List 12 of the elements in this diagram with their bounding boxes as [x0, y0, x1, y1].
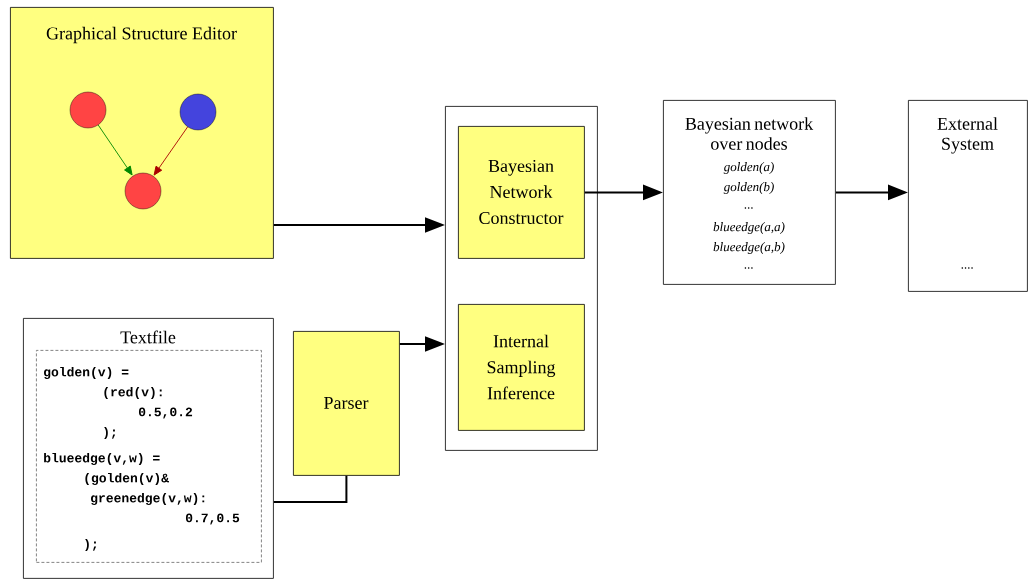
- process-box: Bayesian Network Constructor: [458, 126, 585, 259]
- code-box: golden(v) = (red(v): 0.5,0.2 ); blueedge(v,w) = (golden(v)& greenedge(v,w): 0.7,0.5 );: [36, 350, 262, 563]
- graph-node-circle: [69, 91, 107, 129]
- output-box: Bayesian network over nodes golden(a) golden(b) ... blueedge(a,a) blueedge(a,b) ...: [663, 100, 836, 285]
- editor-panel: Graphical Structure Editor: [10, 7, 274, 259]
- process-box: Parser: [293, 331, 400, 476]
- system-box: External System ....: [908, 100, 1028, 292]
- arrow: [97, 124, 133, 176]
- graph-node-circle: [124, 172, 162, 210]
- graph-node-circle: [179, 93, 217, 131]
- process-box: Internal Sampling Inference: [458, 304, 585, 431]
- arrow: [153, 126, 189, 176]
